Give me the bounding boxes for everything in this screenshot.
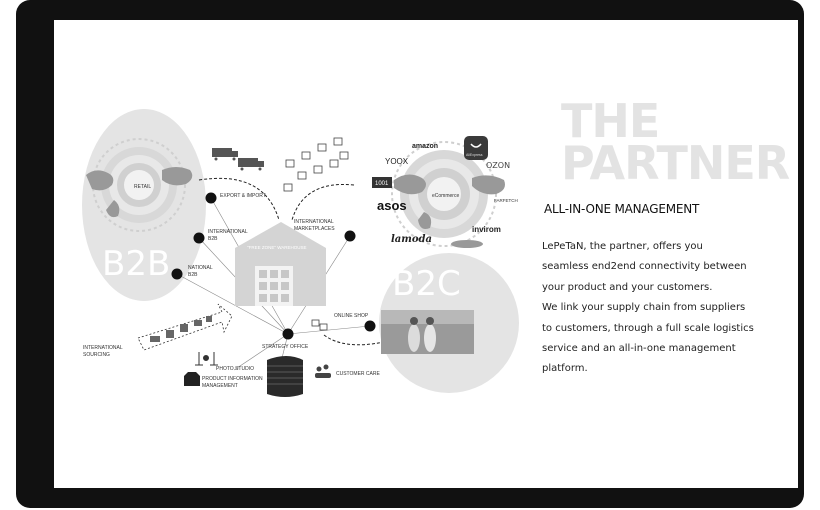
node-product-info-1: PRODUCT INFORMATION	[202, 376, 263, 382]
node-international-sourcing-2: SOURCING	[83, 352, 110, 358]
node-national-b2b-2: B2B	[188, 272, 198, 278]
flow-arrow-import	[292, 184, 354, 220]
title-line-2: PARTNER	[561, 140, 789, 186]
node-international-b2b-2: B2B	[208, 236, 218, 242]
description-line: your product and your customers.	[542, 278, 742, 298]
brand-amazon: amazon	[412, 143, 438, 150]
node-online-shop: ONLINE SHOP	[334, 313, 369, 319]
warehouse-icon: "FREE ZONE" WAREHOUSE	[235, 222, 326, 306]
svg-text:AliExpress: AliExpress	[466, 153, 483, 157]
brand-lamoda: lamoda	[391, 234, 432, 245]
brand-yoox: YOOX	[385, 157, 409, 166]
sourcing-arrow	[138, 304, 232, 350]
b2c-label: B2C	[392, 264, 461, 304]
description-line: platform.	[542, 359, 742, 379]
b2b-label: B2B	[102, 244, 170, 284]
brand-tmall: 1001	[372, 177, 392, 188]
section-subtitle: ALL-IN-ONE MANAGEMENT	[544, 202, 699, 216]
brand-logo-badge	[451, 240, 483, 248]
description-line: to customers, through a full scale logis…	[542, 319, 742, 339]
node-national-b2b-1: NATIONAL	[188, 265, 213, 271]
retail-label: RETAIL	[134, 184, 151, 190]
ecommerce-label: eCommerce	[432, 193, 459, 199]
node-international-marketplaces-2: MARKETPLACES	[294, 226, 335, 232]
node-international-marketplaces-1: INTERNATIONAL	[294, 219, 334, 225]
description: LePeTaN, the partner, offers you seamles…	[542, 237, 742, 380]
brand-inviron: invirom	[472, 225, 501, 234]
description-line: LePeTaN, the partner, offers you	[542, 237, 742, 257]
brand-ozon: OZON	[486, 161, 510, 170]
description-line: service and an all-in-one management	[542, 339, 742, 359]
brand-aliexpress: AliExpress	[464, 136, 488, 160]
photo-studio-icon	[195, 352, 218, 365]
node-international-sourcing-1: INTERNATIONAL	[83, 345, 123, 351]
flow-arrow-online-shop	[324, 335, 384, 345]
boxes-icon	[284, 138, 348, 191]
strategy-office-building-icon	[267, 356, 303, 397]
node-photo-studio: PHOTO STUDIO	[216, 366, 254, 372]
truck-icon	[212, 148, 264, 171]
b2c-photo	[381, 310, 474, 354]
svg-text:1001: 1001	[375, 181, 389, 187]
brand-farfetch: FARFETCH	[494, 198, 518, 203]
node-strategy-office: STRATEGY OFFICE	[262, 344, 309, 350]
description-line: seamless end2end connectivity between	[542, 257, 742, 277]
screen: B2B B2C RETAIL eCommerce	[54, 20, 798, 488]
node-customer-care: CUSTOMER CARE	[336, 371, 380, 377]
node-product-info-2: MANAGEMENT	[202, 383, 238, 389]
warehouse-label: "FREE ZONE" WAREHOUSE	[247, 245, 307, 250]
node-export-import: EXPORT & IMPORT	[220, 193, 266, 199]
node-international-b2b-1: INTERNATIONAL	[208, 229, 248, 235]
pim-icon	[184, 372, 200, 386]
customer-care-icon	[315, 365, 331, 379]
device-frame: B2B B2C RETAIL eCommerce	[16, 0, 804, 508]
brand-asos: asos	[377, 198, 407, 213]
description-line: We link your supply chain from suppliers	[542, 298, 742, 318]
online-shop-boxes-icon	[312, 320, 327, 330]
